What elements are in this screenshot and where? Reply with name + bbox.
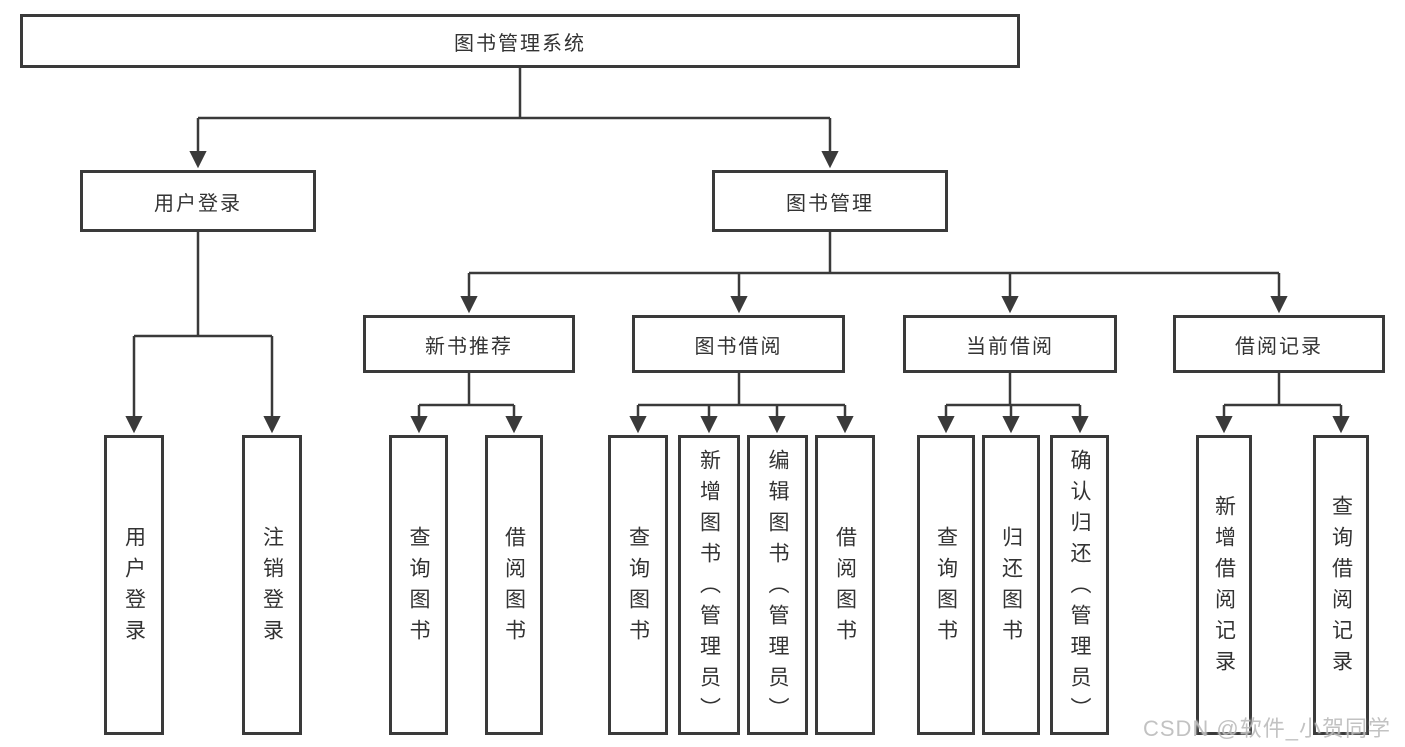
connector-root-trunk: [198, 68, 830, 120]
node-book-borrow: 图书借阅: [632, 315, 845, 373]
leaf-query-books-current: 查询图书: [917, 435, 975, 735]
node-book-management: 图书管理: [712, 170, 948, 232]
leaf-query-borrow-record: 查询借阅记录: [1313, 435, 1369, 735]
node-current-borrow: 当前借阅: [903, 315, 1117, 373]
leaf-add-book-admin: 新增图书（管理员）: [678, 435, 740, 735]
leaf-query-books-recommend: 查询图书: [389, 435, 448, 735]
node-user-login: 用户登录: [80, 170, 316, 232]
node-borrow-records: 借阅记录: [1173, 315, 1385, 373]
leaf-confirm-return-admin: 确认归还（管理员）: [1050, 435, 1109, 735]
leaf-query-books-borrow: 查询图书: [608, 435, 668, 735]
leaf-user-login: 用户登录: [104, 435, 164, 735]
connector-records-trunk: [1224, 373, 1341, 407]
node-root-system: 图书管理系统: [20, 14, 1020, 68]
connector-current-trunk: [946, 373, 1080, 407]
connector-newbook-trunk: [419, 373, 514, 407]
leaf-return-books: 归还图书: [982, 435, 1040, 735]
watermark: CSDN @软件_小贺同学: [1142, 716, 1391, 741]
connector-mgmt-trunk: [469, 232, 1279, 275]
connector-borrow-trunk: [638, 373, 845, 407]
node-new-book-recommend: 新书推荐: [363, 315, 575, 373]
leaf-edit-book-admin: 编辑图书（管理员）: [747, 435, 808, 735]
leaf-borrow-books: 借阅图书: [815, 435, 875, 735]
leaf-logout: 注销登录: [242, 435, 302, 735]
leaf-add-borrow-record: 新增借阅记录: [1196, 435, 1252, 735]
connector-login-trunk: [134, 232, 272, 338]
leaf-borrow-books-recommend: 借阅图书: [485, 435, 543, 735]
